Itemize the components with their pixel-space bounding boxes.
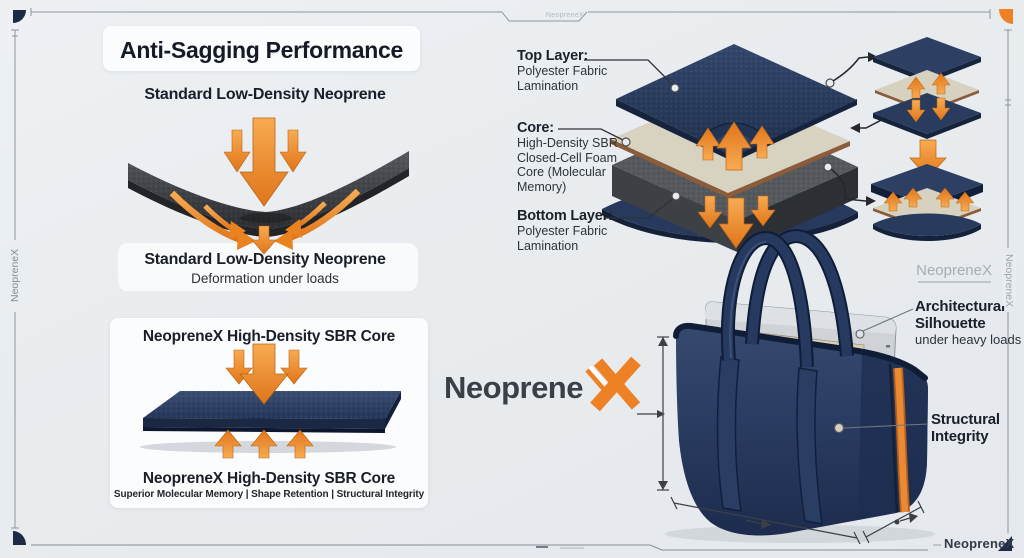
bag-watermark: NeopreneX — [916, 262, 992, 279]
orange-stripe — [893, 367, 910, 513]
title-panel — [103, 26, 420, 71]
leader-dots — [621, 78, 835, 201]
laptop — [705, 301, 897, 370]
rebound-arrow-icon — [716, 121, 752, 171]
compress-arrow-icon — [697, 195, 723, 229]
load-arrow-small-icon — [279, 129, 307, 173]
front-strap — [716, 356, 742, 512]
compress-arrow-icon — [750, 195, 776, 227]
left-edge-label: NeopreneX — [8, 248, 22, 302]
compress-arrow-icon — [718, 197, 754, 249]
rebound-arrow-icon — [749, 125, 775, 159]
dimension-lines — [637, 336, 925, 545]
books — [712, 327, 869, 374]
footer-triangle-icon — [998, 536, 1012, 551]
neoprenex-subcaption: Superior Molecular Memory | Shape Retent… — [113, 489, 425, 500]
deformation-arrows — [169, 188, 361, 244]
sagging-sheet-illustration — [128, 117, 409, 255]
top-layer-title: Top Layer: — [517, 48, 589, 64]
main-title: Anti-Sagging Performance — [120, 37, 403, 63]
load-arrow-large-icon — [239, 117, 289, 207]
neoprenex-caption: NeopreneX High-Density SBR Core — [142, 470, 396, 487]
mini-stacks-illustration — [871, 37, 983, 241]
connector-arrows — [830, 56, 892, 202]
structural-callout: Structural Integrity — [931, 411, 1000, 445]
top-layer-label: Top Layer: Polyester Fabric Lamination — [517, 48, 608, 93]
corner-wedge-top-left — [13, 10, 26, 23]
corner-wedge-bottom-left — [13, 531, 26, 545]
core-title: Core: — [517, 120, 554, 136]
core-label: Core: High-Density SBR Closed-Cell Foam … — [517, 120, 618, 194]
standard-caption: Standard Low-Density Neoprene — [144, 251, 386, 268]
rebound-arrow-icon — [695, 127, 721, 161]
handles — [720, 228, 854, 368]
bottom-layer-title: Bottom Layer: — [517, 208, 613, 224]
bag-rim — [673, 322, 928, 381]
standard-subcaption: Deformation under loads — [191, 271, 339, 286]
logo-wordmark: Neoprene — [444, 370, 583, 405]
bottom-layer-label: Bottom Layer: Polyester Fabric Laminatio… — [517, 208, 613, 253]
pressure-arrow-icon — [909, 139, 947, 179]
corner-wedge-top-right — [999, 9, 1013, 24]
tote-bag-illustration — [637, 228, 991, 545]
architectural-callout: Architectural Silhouette under heavy loa… — [915, 298, 1022, 347]
right-edge-label: NeopreneX — [1002, 254, 1016, 308]
frame-tab-label: NeopreneX — [545, 12, 584, 19]
bag-body — [676, 325, 928, 536]
logo-x-icon — [585, 356, 641, 412]
neoprenex-heading: NeopreneX High-Density SBR Core — [142, 328, 396, 345]
load-arrow-small-icon — [223, 129, 251, 173]
footer-brand-label: NeopreneX — [944, 536, 1015, 551]
standard-heading: Standard Low-Density Neoprene — [144, 86, 386, 103]
front-strap — [796, 367, 823, 525]
